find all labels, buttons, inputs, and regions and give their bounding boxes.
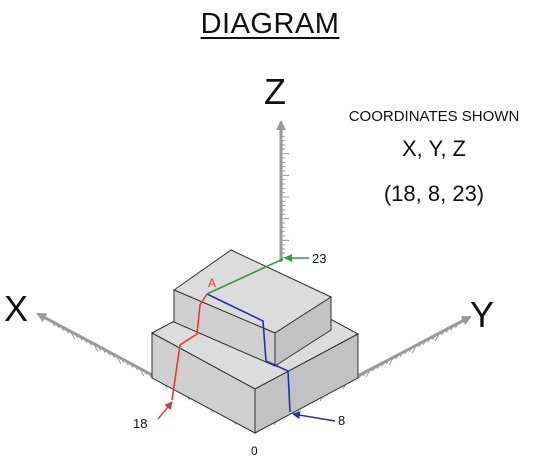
x-axis-tick [75, 334, 78, 339]
x-axis-tick [130, 363, 134, 368]
top-block-right-face [274, 296, 332, 367]
y-value-arrow [292, 411, 336, 422]
y-axis-tick [427, 338, 431, 343]
x-axis-tick [102, 349, 106, 354]
y-axis-label: Y [470, 294, 494, 335]
y-axis-tick [386, 360, 389, 365]
x-axis-tick [61, 327, 65, 332]
coordinates-values: (18, 8, 23) [383, 181, 485, 206]
x-axis-tick [88, 341, 92, 346]
y-axis-tick [418, 343, 422, 348]
y-value-label: 8 [338, 413, 345, 428]
z-path-line [206, 258, 284, 295]
coordinates-heading: COORDINATES SHOWN [348, 108, 520, 125]
y-axis-tick [409, 348, 412, 353]
x-axis-tick [98, 346, 101, 351]
y-axis-tick [358, 374, 362, 379]
x-axis-tick [116, 356, 122, 364]
y-axis-tick [455, 324, 458, 329]
y-axis-tick [432, 336, 435, 341]
x-axis-label: X [4, 288, 28, 329]
z-value-label: 23 [312, 251, 326, 266]
y-axis-tick [388, 357, 394, 366]
x-axis-tick [65, 329, 69, 334]
x-axis-tick [56, 324, 60, 329]
y-axis-tick [450, 326, 454, 331]
origin-label: 0 [251, 444, 258, 458]
x-axis-tick [52, 322, 55, 327]
x-axis-tick [144, 371, 147, 376]
y-axis-tick [445, 328, 449, 333]
x-axis-tick [125, 361, 129, 366]
x-value-arrow [157, 401, 173, 420]
z-axis-label: Z [264, 71, 286, 112]
x-value-label: 18 [133, 416, 147, 431]
x-axis-tick [148, 373, 152, 378]
y-axis-tick [365, 369, 371, 378]
y-axis-tick [381, 362, 385, 367]
y-axis-tick [434, 333, 440, 342]
coordinate-paths [157, 254, 336, 422]
x-path-line [171, 293, 208, 401]
y-axis-tick [363, 372, 366, 377]
y-axis-tick [376, 364, 380, 369]
x-axis-tick [139, 368, 145, 377]
y-axis-tick [441, 331, 445, 336]
y-axis-tick [404, 350, 408, 355]
y-axis-tick [372, 367, 376, 372]
x-axis-tick [111, 353, 115, 358]
y-axis-tick [399, 352, 403, 357]
x-axis-tick [84, 339, 88, 344]
x-axis-tick [121, 358, 124, 363]
point-a-label: A [208, 276, 216, 290]
y-axis-tick [411, 345, 417, 354]
bottom-block-right-face [254, 333, 359, 434]
x-axis-tick [70, 331, 76, 340]
x-axis-tick [93, 344, 99, 352]
coordinates-labels: X, Y, Z [401, 136, 466, 161]
y-axis-tick [422, 340, 426, 345]
x-axis-tick [79, 336, 83, 341]
x-axis-tick [107, 351, 111, 356]
y-axis-tick [395, 355, 399, 360]
diagram-title: DIAGRAM [200, 8, 340, 40]
y-path-line [206, 293, 291, 413]
x-axis-tick [134, 366, 138, 371]
